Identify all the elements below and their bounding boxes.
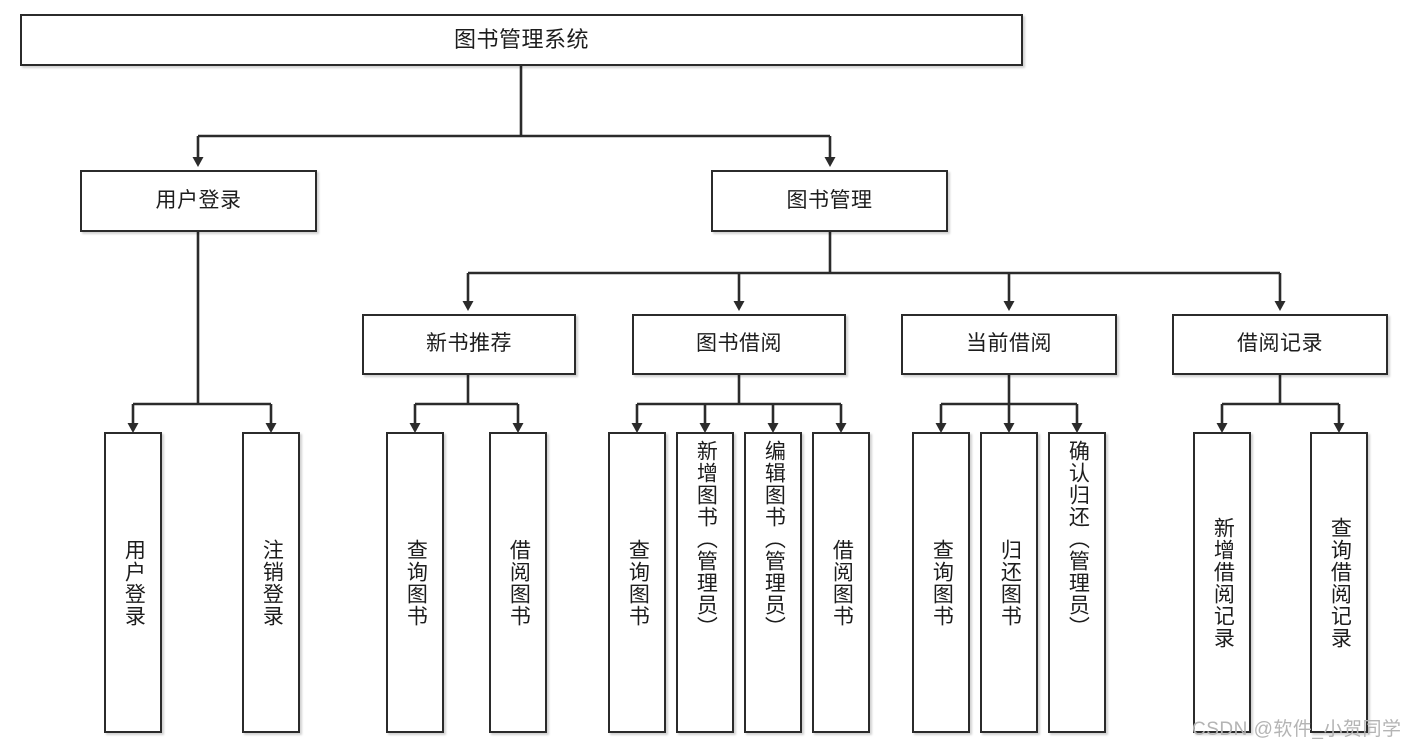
node-book-manage-label: 图书管理 [786, 188, 873, 212]
node-leaf-confirm-return[interactable]: 确认归还（管理员） [1048, 432, 1106, 733]
node-leaf-query-book-3[interactable]: 查询图书 [912, 432, 970, 733]
node-leaf-query-book-3-label: 查询图书 [930, 538, 954, 627]
csdn-watermark: CSDN @软件_小贺同学 [1192, 719, 1402, 740]
node-root[interactable]: 图书管理系统 [20, 14, 1023, 66]
node-leaf-user-login[interactable]: 用户登录 [104, 432, 162, 733]
node-leaf-add-record[interactable]: 新增借阅记录 [1193, 432, 1251, 733]
node-leaf-logout-label: 注销登录 [260, 538, 284, 627]
node-leaf-return-book-label: 归还图书 [998, 538, 1022, 627]
node-borrow-record[interactable]: 借阅记录 [1172, 314, 1388, 375]
node-leaf-query-book-1-label: 查询图书 [404, 538, 428, 627]
node-current-borrow[interactable]: 当前借阅 [901, 314, 1117, 375]
node-root-label: 图书管理系统 [453, 27, 589, 53]
node-new-book-recommend-label: 新书推荐 [426, 332, 512, 356]
node-leaf-add-record-label: 新增借阅记录 [1211, 516, 1235, 649]
node-leaf-user-login-label: 用户登录 [122, 538, 146, 627]
node-leaf-edit-book-label: 编辑图书（管理员） [762, 440, 786, 638]
node-new-book-recommend[interactable]: 新书推荐 [362, 314, 576, 375]
node-book-borrow-label: 图书借阅 [696, 332, 782, 356]
node-leaf-borrow-book-2[interactable]: 借阅图书 [812, 432, 870, 733]
node-leaf-edit-book[interactable]: 编辑图书（管理员） [744, 432, 802, 733]
node-leaf-borrow-book-1[interactable]: 借阅图书 [489, 432, 547, 733]
node-leaf-logout[interactable]: 注销登录 [242, 432, 300, 733]
node-leaf-borrow-book-2-label: 借阅图书 [830, 538, 854, 627]
node-book-borrow[interactable]: 图书借阅 [632, 314, 846, 375]
node-leaf-query-book-2[interactable]: 查询图书 [608, 432, 666, 733]
node-leaf-query-record-label: 查询借阅记录 [1328, 516, 1352, 649]
node-book-manage[interactable]: 图书管理 [711, 170, 948, 232]
node-borrow-record-label: 借阅记录 [1237, 332, 1323, 356]
node-current-borrow-label: 当前借阅 [966, 332, 1052, 356]
node-leaf-query-record[interactable]: 查询借阅记录 [1310, 432, 1368, 733]
node-leaf-return-book[interactable]: 归还图书 [980, 432, 1038, 733]
node-leaf-confirm-return-label: 确认归还（管理员） [1066, 440, 1090, 638]
node-user-login[interactable]: 用户登录 [80, 170, 317, 232]
node-leaf-add-book[interactable]: 新增图书（管理员） [676, 432, 734, 733]
node-leaf-query-book-1[interactable]: 查询图书 [386, 432, 444, 733]
node-user-login-label: 用户登录 [155, 188, 242, 212]
node-leaf-borrow-book-1-label: 借阅图书 [507, 538, 531, 627]
node-leaf-query-book-2-label: 查询图书 [626, 538, 650, 627]
node-leaf-add-book-label: 新增图书（管理员） [694, 440, 718, 638]
